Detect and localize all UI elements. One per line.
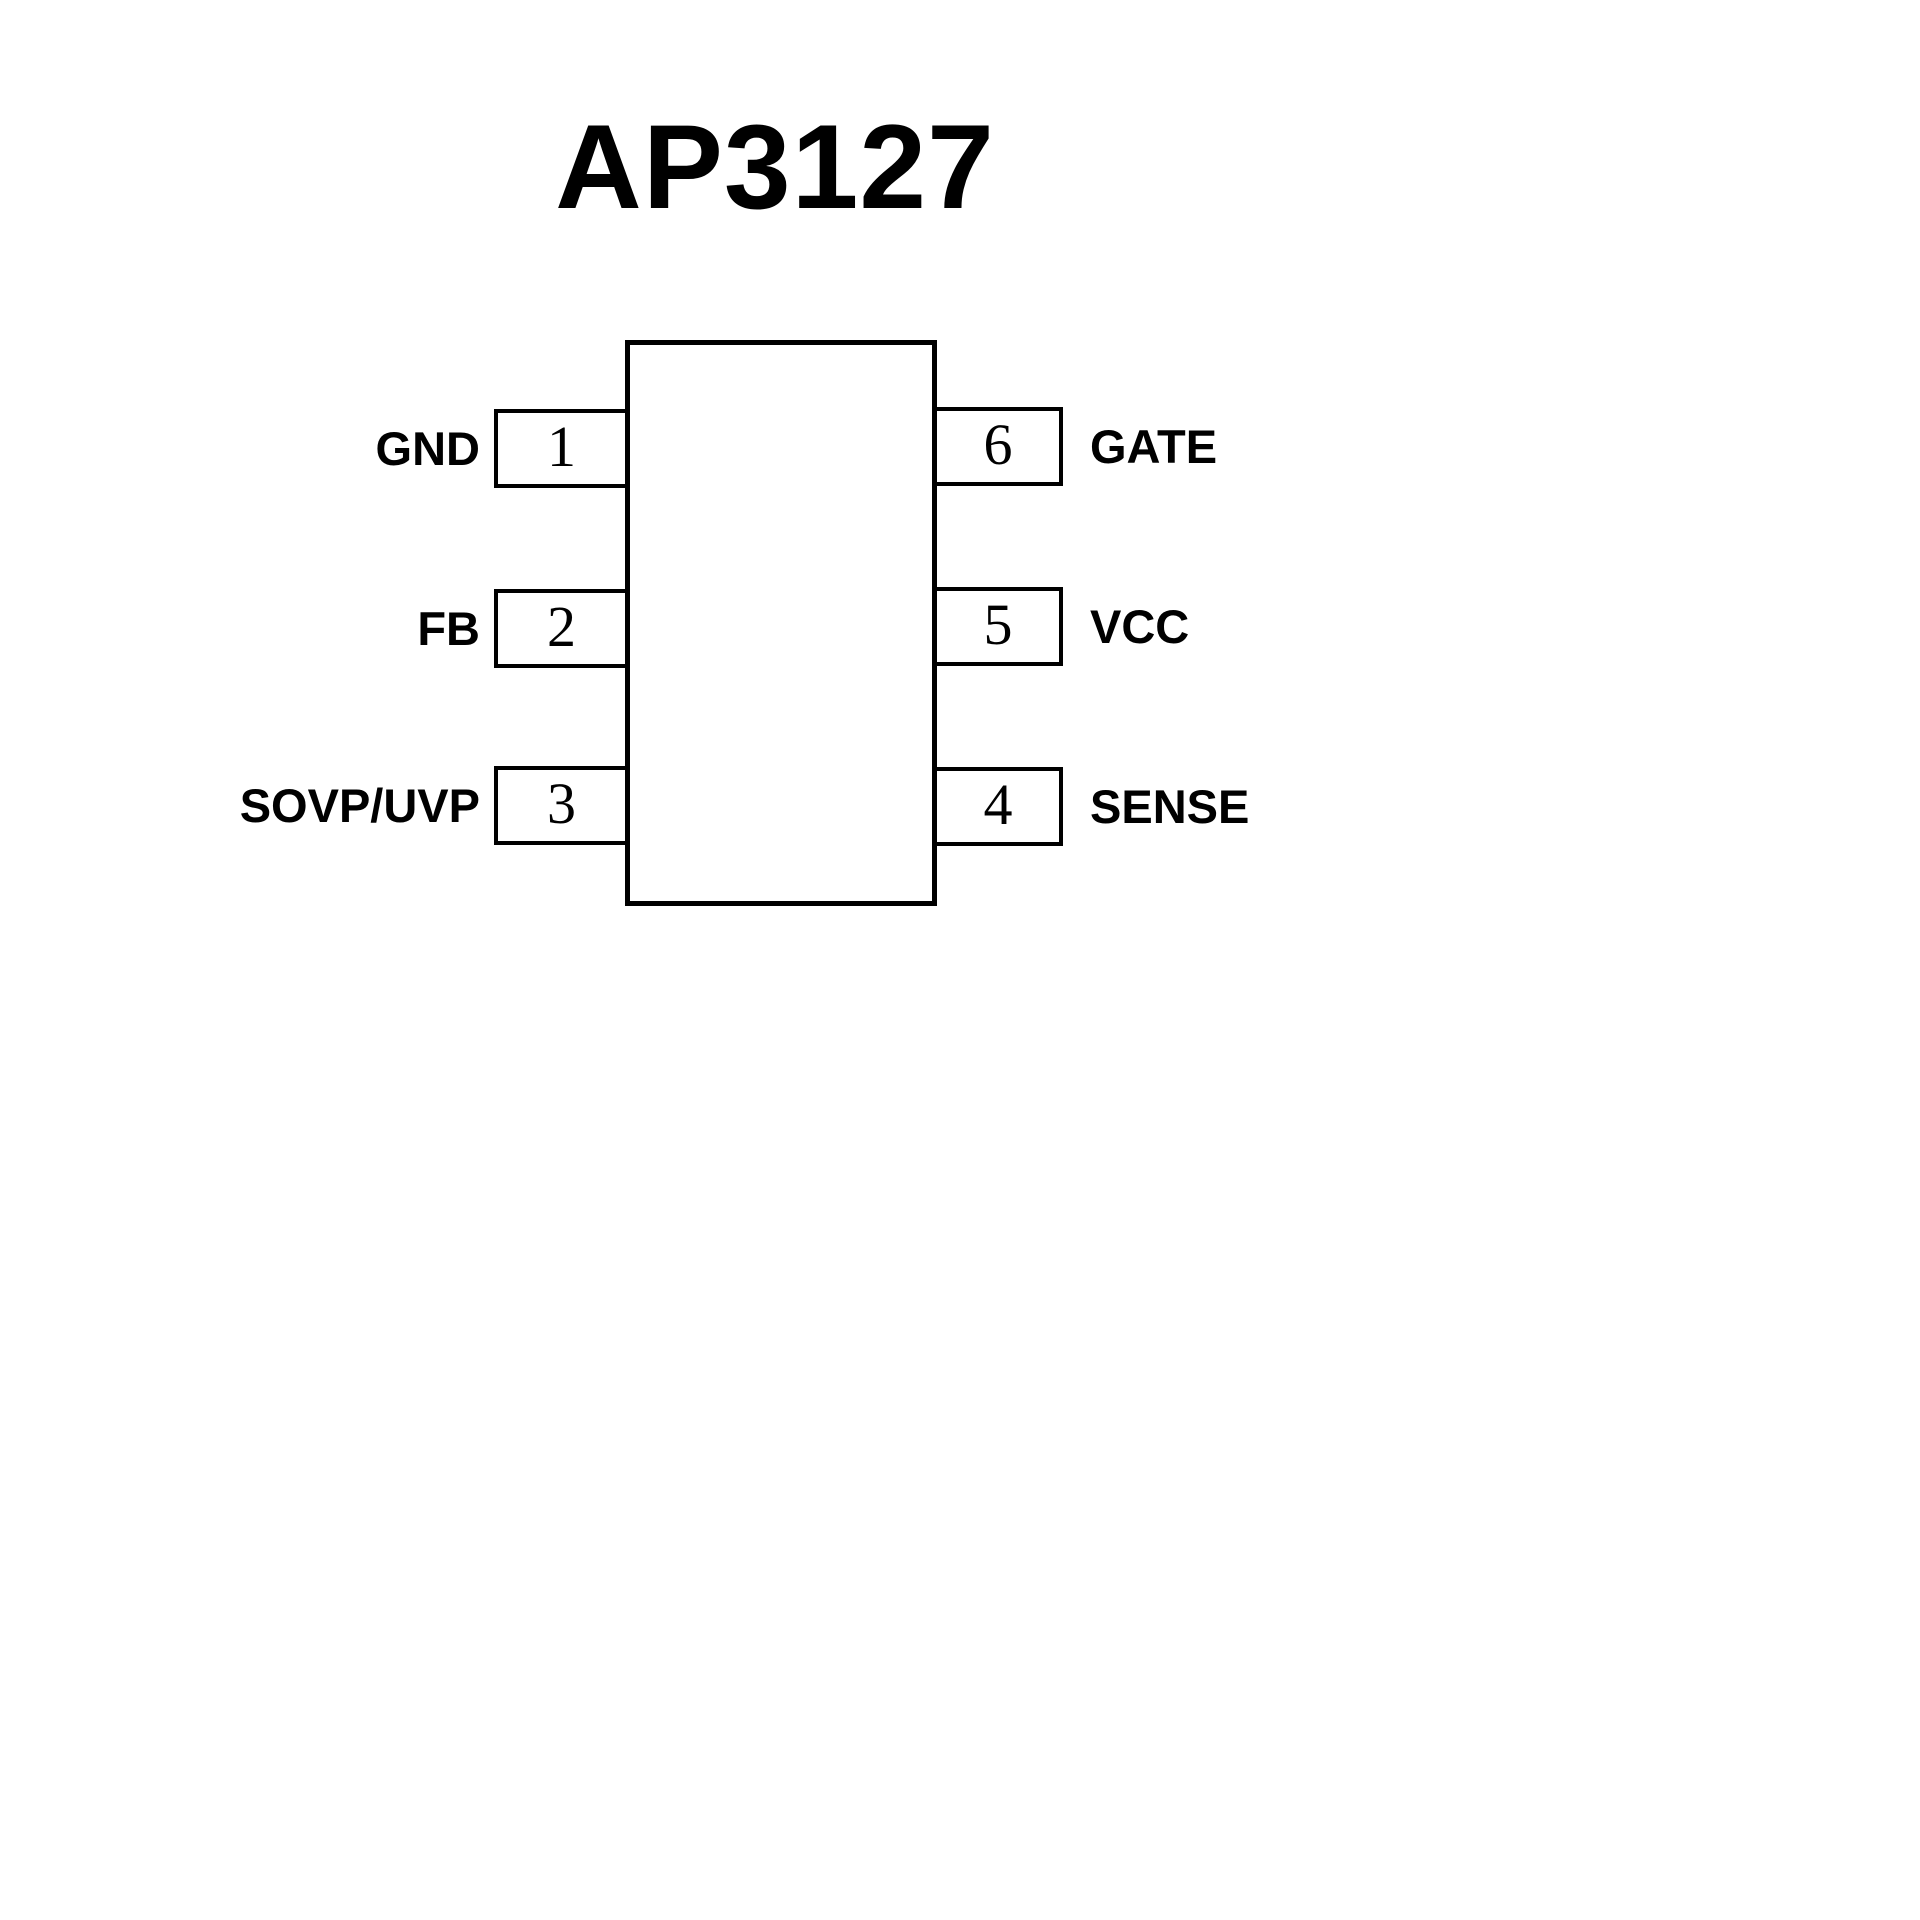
pin-5-number: 5 (983, 591, 1013, 657)
pin-6-label: GATE (1090, 420, 1218, 473)
chip-title: AP3127 (555, 100, 995, 234)
pin-2-number: 2 (547, 593, 576, 659)
chip-body (625, 340, 937, 906)
pin-5-label: VCC (1090, 600, 1190, 653)
pin-5-box: 5 (933, 587, 1063, 666)
pin-1-label: GND (375, 422, 480, 475)
pin-3-box: 3 (494, 766, 629, 845)
pin-1-box: 1 (494, 409, 629, 488)
pin-6-box: 6 (933, 407, 1063, 486)
pin-4-number: 4 (983, 771, 1013, 837)
pin-6-number: 6 (983, 411, 1013, 477)
pin-4-label: SENSE (1090, 780, 1250, 833)
pin-2-label: FB (417, 602, 480, 655)
pin-3-number: 3 (547, 770, 576, 836)
pin-4-box: 4 (933, 767, 1063, 846)
pin-3-label: SOVP/UVP (239, 779, 480, 832)
pin-2-box: 2 (494, 589, 629, 668)
pin-1-number: 1 (547, 413, 576, 479)
